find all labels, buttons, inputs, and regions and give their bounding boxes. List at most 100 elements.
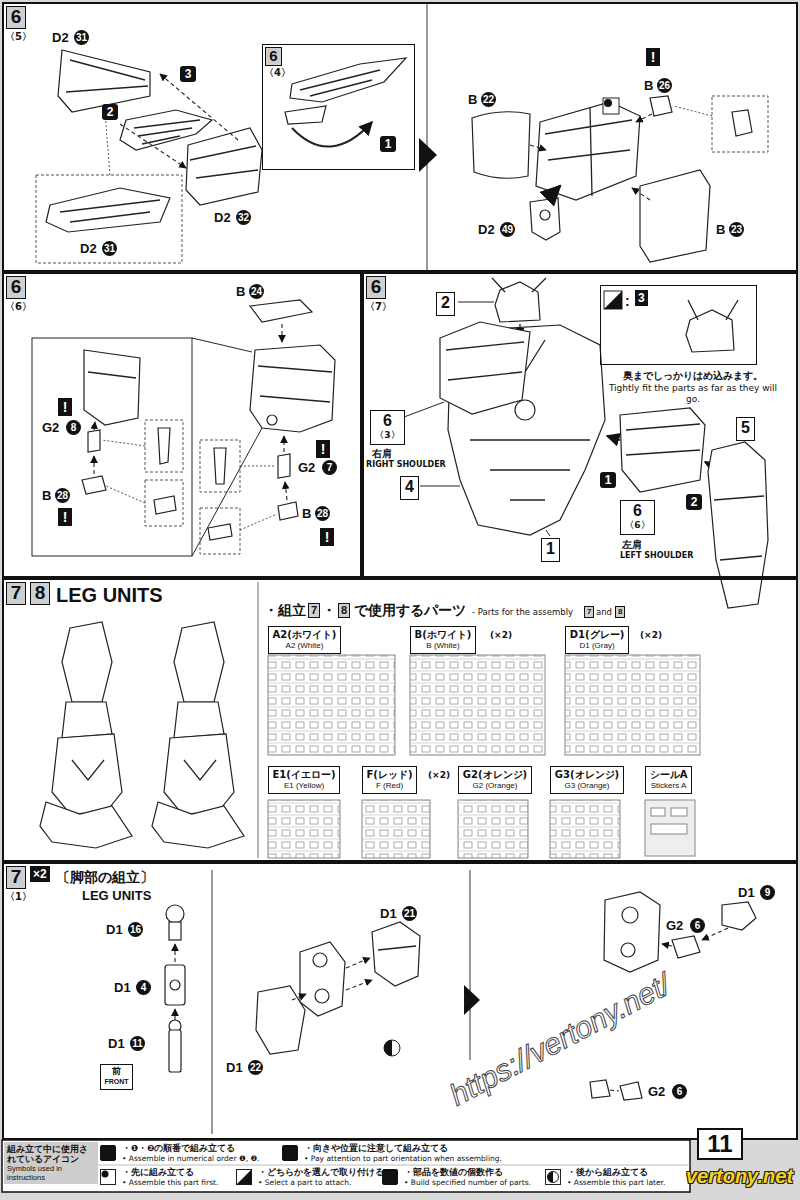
legend-text: ・向きや位置に注意して組み立てる [304, 1143, 448, 1153]
shoulder-armor-drawing [145, 480, 183, 526]
canopy-parts-drawing [292, 122, 372, 147]
panel-ground [2, 272, 798, 578]
shoulder-armor-drawing [250, 300, 312, 322]
part-number: 26 [657, 78, 672, 93]
leg-frame-drawing [672, 936, 700, 958]
step-text: 7 [6, 582, 26, 605]
step-panel: 78LEG UNITSA2(ホワイト)A2 (White)B(ホワイト)B (W… [2, 578, 798, 862]
canopy-parts-drawing [426, 4, 428, 270]
box-text: G3 (Orange) [565, 781, 610, 791]
shoulder-armor-drawing [88, 372, 136, 378]
leg-frame-drawing [346, 958, 370, 968]
leg-frame-drawing [300, 942, 345, 1016]
legend-icon [101, 1170, 116, 1185]
part-number: 49 [500, 222, 515, 237]
detail-inset: :3 [600, 285, 757, 365]
leg-preview-drawing [164, 734, 234, 814]
assembly-number: 8 [615, 606, 625, 618]
canopy-parts-drawing [60, 200, 160, 222]
part-gate-letter: D1 [380, 906, 397, 921]
canopy-parts-drawing [36, 4, 768, 270]
upper-body-drawing [686, 310, 734, 352]
legend-icon [546, 1170, 561, 1185]
part-number: 21 [402, 906, 417, 921]
leg-preview-drawing [40, 582, 258, 858]
leg-frame-drawing [166, 905, 184, 923]
part-gate-letter: G2 [666, 918, 683, 933]
step-text: 6 [366, 276, 386, 299]
box-text: G3(オレンジ) [555, 768, 619, 781]
step-text: : [625, 292, 630, 310]
leg-preview-drawing [40, 622, 132, 848]
legend-icon [382, 1169, 398, 1185]
part-gate-letter: D1 [114, 980, 131, 995]
box-text: B(ホワイト) [415, 628, 472, 641]
step-text: 〈1〉 [5, 891, 32, 903]
leg-frame-drawing [315, 989, 329, 1003]
caution-mark: ! [58, 508, 72, 526]
upper-body-drawing [604, 291, 622, 309]
shoulder-armor-drawing [145, 420, 183, 472]
runner-drawing [458, 800, 528, 858]
watermark: https://vertony.net/ [419, 954, 701, 1127]
runner-label-box: D1(グレー)D1 (Gray) [565, 626, 629, 654]
caution-mark: ! [58, 398, 72, 416]
shoulder-armor-drawing [200, 508, 240, 554]
leg-preview-drawing [152, 802, 244, 848]
upper-body-drawing [626, 424, 700, 455]
legend-rule [98, 1165, 690, 1166]
reference-box: 5 [736, 417, 755, 441]
legend-text: ・先に組み立てる [122, 1167, 194, 1177]
part-number: 6 [690, 918, 705, 933]
step-number: 1 [600, 472, 616, 488]
panel-ground [2, 862, 798, 1140]
step-text: 〈7〉 [365, 301, 392, 313]
part-gate-letter: D2 [478, 222, 495, 237]
legend-text: ・❶・❷の順番で組み立てる [122, 1143, 235, 1153]
upper-body-drawing [546, 530, 550, 536]
part-gate-letter: B [42, 488, 51, 503]
assembly-number: 7 [584, 606, 594, 618]
canopy-parts-drawing [186, 128, 262, 205]
runner-label-box: G3(オレンジ)G3 (Orange) [550, 766, 624, 794]
runner-drawing [362, 800, 430, 858]
upper-body-drawing [708, 442, 768, 608]
shoulder-armor-drawing [82, 476, 106, 494]
upper-body-drawing [604, 291, 622, 309]
note-text: • Pay attention to part orientation when… [304, 1154, 502, 1163]
canopy-parts-drawing [732, 110, 752, 136]
panel-ground [2, 2, 798, 272]
canopy-parts-drawing [285, 106, 326, 124]
shoulder-armor-drawing [88, 430, 100, 452]
upper-body-drawing [688, 300, 738, 320]
box-text: Stickers A [651, 781, 687, 791]
step-number: 3 [180, 66, 196, 82]
part-gate-letter: D2 [214, 210, 231, 225]
runner-drawing [410, 655, 545, 755]
upper-body-drawing [440, 322, 530, 414]
step-text: 8 [30, 582, 50, 605]
box-text: 2 [441, 294, 450, 312]
note-text: 左肩 [622, 538, 642, 552]
canopy-parts-drawing [674, 106, 712, 116]
leg-frame-drawing [313, 953, 327, 967]
part-number: 11 [130, 1036, 145, 1051]
leg-frame-drawing [610, 1090, 619, 1091]
leg-frame-drawing [662, 944, 672, 946]
canopy-parts-drawing [190, 146, 258, 178]
caution-mark: ! [320, 528, 334, 546]
canopy-parts-drawing [105, 113, 110, 175]
box-text: 11 [699, 1130, 741, 1158]
canopy-parts-drawing [545, 108, 632, 196]
box-text: シールA [650, 768, 688, 781]
legend-icon [237, 1170, 252, 1185]
leg-frame-drawing [170, 980, 180, 990]
box-text: 1 [546, 540, 555, 558]
part-number: 16 [128, 922, 143, 937]
note-text: LEFT SHOULDER [620, 551, 693, 560]
box-text: F(レッド) [367, 768, 413, 781]
leg-frame-drawing [256, 986, 305, 1054]
reference-box: 6〈3〉 [370, 410, 405, 445]
canopy-parts-drawing [540, 210, 550, 220]
canopy-parts-drawing [472, 112, 530, 179]
